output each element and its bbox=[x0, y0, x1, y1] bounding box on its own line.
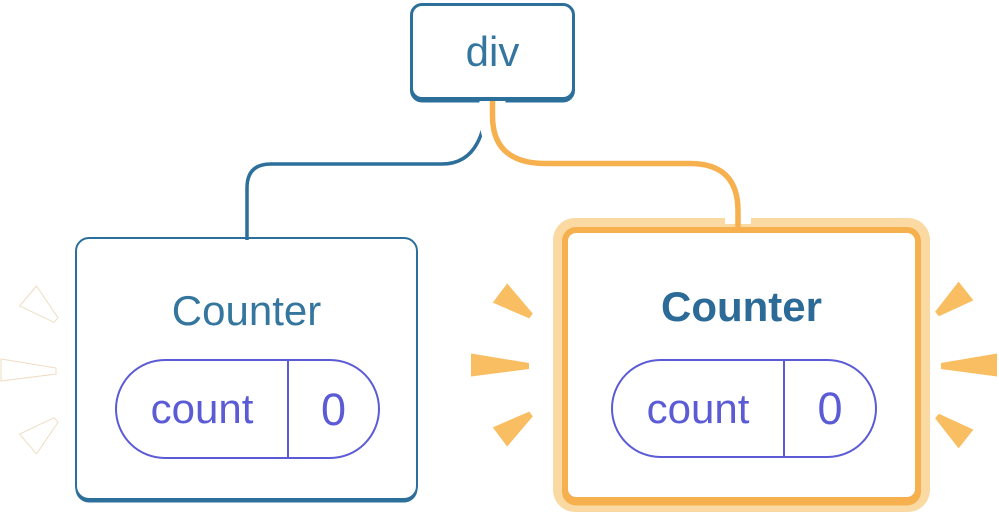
edge-div-to-right-counter-casing bbox=[479, 101, 751, 224]
sparkle-ray-icon bbox=[492, 411, 533, 447]
sparkle-ray-icon bbox=[471, 353, 529, 377]
root-node-label: div bbox=[465, 27, 520, 75]
left-counter-title: Counter bbox=[171, 287, 322, 334]
right-counter-state-value: 0 bbox=[817, 383, 843, 434]
burst-right-counter-right-icon bbox=[935, 281, 997, 449]
right-counter-state-key: count bbox=[613, 361, 785, 456]
sparkle-ray-icon bbox=[18, 417, 59, 455]
edge-div-to-left-counter bbox=[245, 100, 488, 240]
sparkle-ray-icon bbox=[0, 358, 57, 382]
right-counter-card: Counter count 0 bbox=[562, 227, 921, 503]
burst-right-counter-left-icon bbox=[471, 283, 533, 447]
right-counter-title: Counter bbox=[661, 283, 822, 330]
sparkle-ray-icon bbox=[935, 281, 974, 317]
left-counter-state-pill: count 0 bbox=[115, 359, 380, 459]
sparkle-ray-icon bbox=[935, 413, 974, 449]
edge-div-to-right-counter bbox=[489, 101, 741, 229]
left-counter-state-key: count bbox=[117, 361, 289, 457]
sparkle-ray-icon bbox=[18, 285, 59, 323]
sparkle-ray-icon bbox=[492, 283, 533, 319]
right-counter-state-pill: count 0 bbox=[611, 359, 877, 458]
right-counter-highlight-frame: Counter count 0 bbox=[553, 218, 930, 512]
left-counter-state-value: 0 bbox=[320, 383, 347, 435]
left-counter-card: Counter count 0 bbox=[75, 237, 418, 500]
root-node-div: div bbox=[410, 3, 575, 100]
sparkle-ray-icon bbox=[941, 353, 997, 377]
burst-left-counter-icon bbox=[0, 285, 59, 455]
